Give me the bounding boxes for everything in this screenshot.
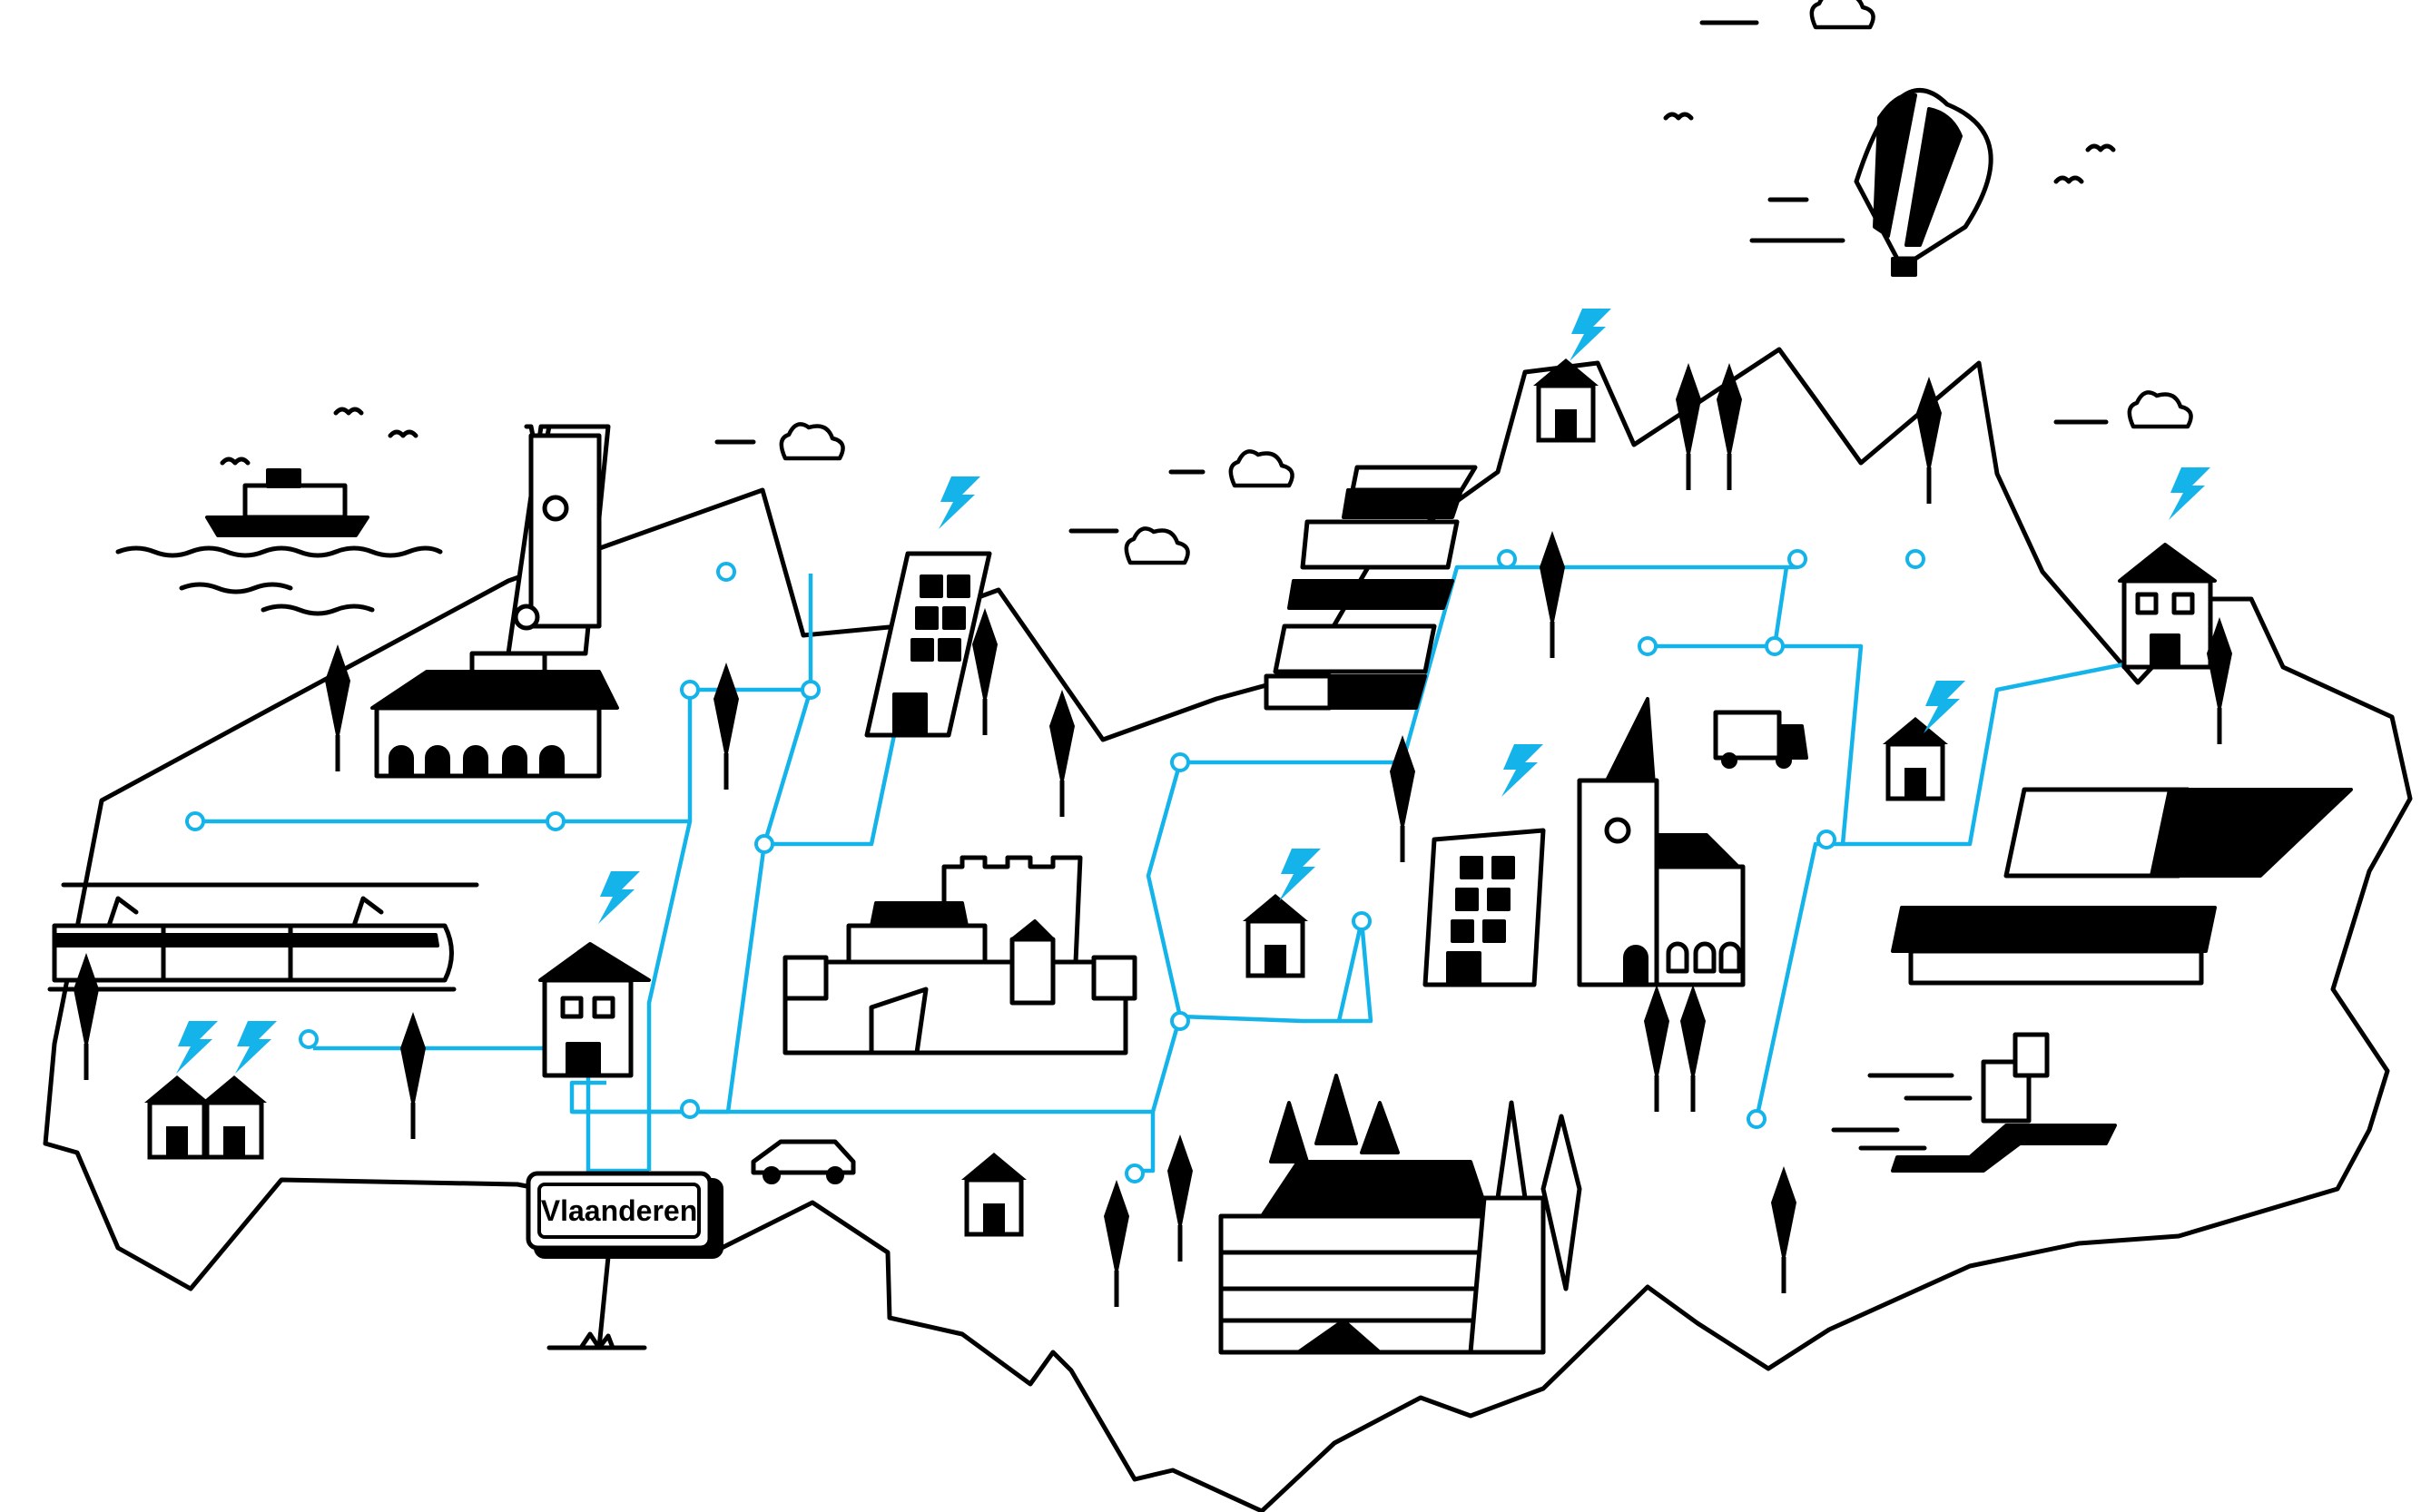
tree-icon xyxy=(400,1012,426,1139)
stadium-icon xyxy=(1891,787,2353,986)
tree-icon xyxy=(1771,1166,1796,1293)
house-icon xyxy=(144,1075,210,1157)
tree-icon xyxy=(1680,985,1706,1112)
lightning-icon xyxy=(598,871,640,924)
house-icon xyxy=(1883,717,1948,799)
tree-icon xyxy=(1167,1134,1193,1262)
tree-icon xyxy=(972,608,998,735)
ferry-icon xyxy=(115,407,443,616)
tree-icon xyxy=(1676,363,1701,490)
house-icon xyxy=(202,1075,267,1157)
town-hall-icon xyxy=(1218,1074,1582,1355)
tree-icon xyxy=(1540,531,1565,658)
tree-icon xyxy=(1644,985,1669,1112)
lightning-icon xyxy=(235,1021,277,1074)
house-icon xyxy=(538,942,651,1078)
lightning-icon xyxy=(2169,467,2210,520)
sky-dashes xyxy=(714,20,2116,534)
lightning-icon xyxy=(1570,309,1611,361)
balloon-icon xyxy=(1854,88,1993,277)
house-icon xyxy=(2118,543,2217,670)
castle-icon xyxy=(782,855,1137,1055)
cloud-icon xyxy=(1812,0,1874,27)
modern-building-icon xyxy=(1264,465,1478,711)
network-nodes xyxy=(185,549,1925,1183)
lightning-icon xyxy=(1279,849,1321,901)
tree-icon xyxy=(1049,690,1075,817)
belfry-icon xyxy=(370,424,619,779)
tree-icon xyxy=(714,663,739,790)
place-name-sign-icon: Vlaanderen xyxy=(526,1171,723,1350)
office-building-icon xyxy=(1422,828,1546,987)
car-icon xyxy=(751,1139,856,1184)
office-building-icon xyxy=(864,551,992,738)
lightning-icon xyxy=(1924,681,1965,733)
lightning-icon xyxy=(1501,744,1543,797)
train-icon xyxy=(47,882,479,992)
cloud-icon xyxy=(1231,451,1293,486)
cloud-icon xyxy=(782,424,843,458)
sign-label: Vlaanderen xyxy=(541,1194,698,1227)
cloud-icon xyxy=(1127,528,1188,563)
church-icon xyxy=(1577,697,1746,987)
house-icon xyxy=(1243,894,1308,976)
tree-icon xyxy=(325,644,350,771)
truck-icon xyxy=(1713,710,1808,769)
tree-icon xyxy=(1390,735,1415,862)
cloud-icon xyxy=(2130,392,2191,427)
lightning-icon xyxy=(939,476,980,529)
tree-icon xyxy=(1717,363,1742,490)
runner-icon xyxy=(1831,1032,2117,1173)
tree-icon xyxy=(1104,1180,1129,1307)
lightning-icon xyxy=(176,1021,218,1074)
house-icon xyxy=(961,1153,1027,1234)
